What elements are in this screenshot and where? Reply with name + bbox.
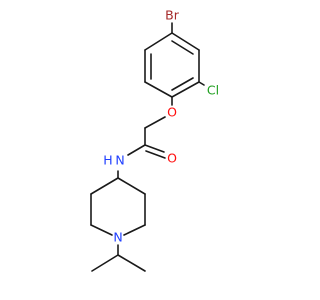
atom-label-n-amide: N xyxy=(115,153,124,168)
atom-label-br: Br xyxy=(165,8,180,23)
bond xyxy=(90,224,113,236)
bond xyxy=(91,254,119,272)
atom-label-h-amide: H xyxy=(103,153,112,168)
atom-label-o-carbonyl: O xyxy=(167,151,177,166)
bond xyxy=(123,224,146,236)
bond xyxy=(171,40,194,55)
bond xyxy=(145,150,166,159)
bond xyxy=(144,81,173,98)
bond xyxy=(117,254,146,272)
bond xyxy=(171,81,200,98)
bond xyxy=(144,32,173,51)
bond xyxy=(144,116,166,129)
atom-label-cl: Cl xyxy=(207,83,219,98)
bond xyxy=(171,32,200,51)
molecule-structure: Br Cl O O N H N xyxy=(90,8,219,272)
bond xyxy=(198,81,205,86)
bond xyxy=(90,177,119,195)
bond xyxy=(144,144,165,153)
benzene-ring xyxy=(144,32,200,98)
bond xyxy=(127,144,146,156)
bond xyxy=(117,177,146,195)
atom-label-n-ring: N xyxy=(113,230,122,245)
piperidine-ring xyxy=(90,177,146,236)
atom-label-o-ether: O xyxy=(167,105,177,120)
bond xyxy=(171,77,194,91)
